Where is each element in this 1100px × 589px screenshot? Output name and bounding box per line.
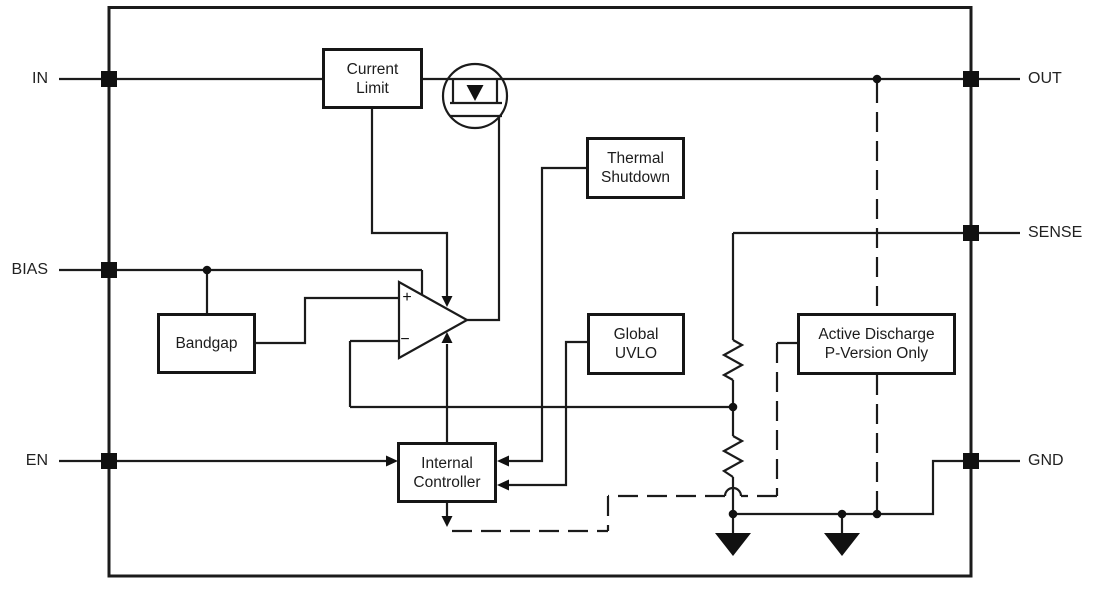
block-label: P-Version Only [824,345,929,362]
pin-pad-sense [963,225,979,241]
block-active-discharge: Active Discharge P-Version Only [797,313,956,375]
ground-symbol-return [824,533,860,556]
junction-ground-symbol [837,509,847,519]
arrow-uvlo-to-controller [497,479,509,491]
error-amplifier-symbol [397,280,470,360]
amp-plus-input-sign: + [402,289,412,306]
pin-label-out: OUT [1028,70,1062,87]
block-label: Active Discharge [818,326,935,343]
wire-hop [723,486,743,497]
block-internal-controller: Internal Controller [397,442,497,503]
amp-output-gate-wire [467,116,501,322]
junction-feedback-tap [728,402,738,412]
pin-stubs [59,77,1020,463]
thermal-shutdown-wire [509,166,587,463]
pass-fet-terminals [450,79,502,118]
pin-pad-in [101,71,117,87]
block-label: Internal [421,454,473,472]
pin-label-sense: SENSE [1028,224,1083,241]
arrow-thermal-to-controller [497,455,509,467]
block-label: Current [346,60,399,78]
junction-discharge-ground [872,509,882,519]
junction-divider-ground [728,509,738,519]
pin-pad-out [963,71,979,87]
block-label: Limit [356,79,389,97]
arrow-controller-to-amp [441,332,453,343]
arrow-controller-discharge [441,516,453,527]
global-uvlo-wire [509,340,588,487]
resistor-r2 [721,435,745,478]
pin-pad-en [101,453,117,469]
feedback-wire [348,339,733,409]
bandgap-ref-wire [255,296,399,345]
arrow-en-to-controller [386,455,398,467]
current-limit-wire [370,109,449,296]
amp-minus-input-sign: − [400,331,410,348]
pin-label-bias: BIAS [11,261,48,278]
block-thermal-shutdown: Thermal Shutdown [586,137,685,199]
sense-divider-wire [731,231,971,533]
junction-out-discharge [872,74,882,84]
block-label: Thermal [607,150,664,167]
pin-pad-bias [101,262,117,278]
block-label: UVLO [614,345,658,362]
block-label: Bandgap [175,335,238,352]
block-label: Controller [413,473,481,491]
block-current-limit: Current Limit [322,48,423,109]
block-label: Global [613,326,659,343]
pin-label-in: IN [32,70,48,87]
junction-bias-bandgap [202,265,212,275]
pin-label-gnd: GND [1028,452,1064,469]
chip-boundary [107,6,973,578]
bias-rail [109,268,424,314]
pass-fet-arrow [466,85,484,101]
pin-pad-gnd [963,453,979,469]
ground-symbol-divider [715,533,751,556]
arrow-current-limit-to-amp [441,296,453,307]
resistor-r1 [721,339,745,381]
pass-fet-circle [441,62,509,130]
pin-label-en: EN [25,452,48,469]
block-label: Shutdown [601,169,670,186]
block-bandgap: Bandgap [157,313,256,374]
block-global-uvlo: Global UVLO [587,313,685,375]
